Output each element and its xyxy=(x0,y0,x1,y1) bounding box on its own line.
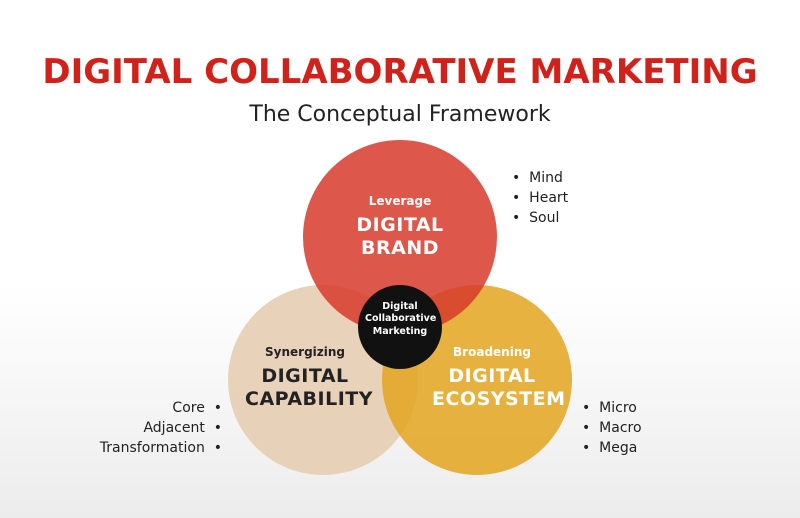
capability-label: Synergizing DIGITAL CAPABILITY xyxy=(245,345,373,411)
ecosystem-line1: DIGITAL xyxy=(448,365,536,388)
brand-prefix: Leverage xyxy=(368,194,432,208)
ecosystem-prefix: Broadening xyxy=(453,345,531,359)
capability-line2: CAPABILITY xyxy=(245,388,373,411)
brand-circle xyxy=(303,140,497,334)
center-line1: Digital xyxy=(382,301,418,312)
list-item: Macro xyxy=(582,418,641,438)
center-label: Digital Collaborative Marketing xyxy=(365,301,437,338)
brand-bullet-list: Mind Heart Soul xyxy=(512,168,568,228)
capability-line1: DIGITAL xyxy=(261,365,349,388)
list-item: Mind xyxy=(512,168,568,188)
page-subtitle: The Conceptual Framework xyxy=(249,102,551,127)
list-item: Heart xyxy=(512,188,568,208)
list-item: Soul xyxy=(512,208,568,228)
brand-line2: BRAND xyxy=(361,237,439,260)
brand-line1: DIGITAL xyxy=(356,214,444,237)
list-item: Mega xyxy=(582,438,642,458)
list-item: Adjacent xyxy=(100,418,222,438)
center-circle xyxy=(358,285,442,369)
capability-prefix: Synergizing xyxy=(265,345,345,359)
ecosystem-label: Broadening DIGITAL ECOSYSTEM xyxy=(432,345,566,411)
center-line2: Collaborative xyxy=(365,313,437,325)
ecosystem-line2: ECOSYSTEM xyxy=(432,388,566,411)
capability-bullet-list: Core Adjacent Transformation xyxy=(100,398,222,458)
list-item: Transformation xyxy=(100,438,222,458)
brand-label: Leverage DIGITAL BRAND xyxy=(340,194,460,260)
page-title: DIGITAL COLLABORATIVE MARKETING xyxy=(42,52,758,92)
list-item: Core xyxy=(100,398,222,418)
center-line3: Marketing xyxy=(372,325,428,337)
ecosystem-bullet-list: Micro Macro Mega xyxy=(582,398,642,458)
list-item: Micro xyxy=(582,398,642,418)
